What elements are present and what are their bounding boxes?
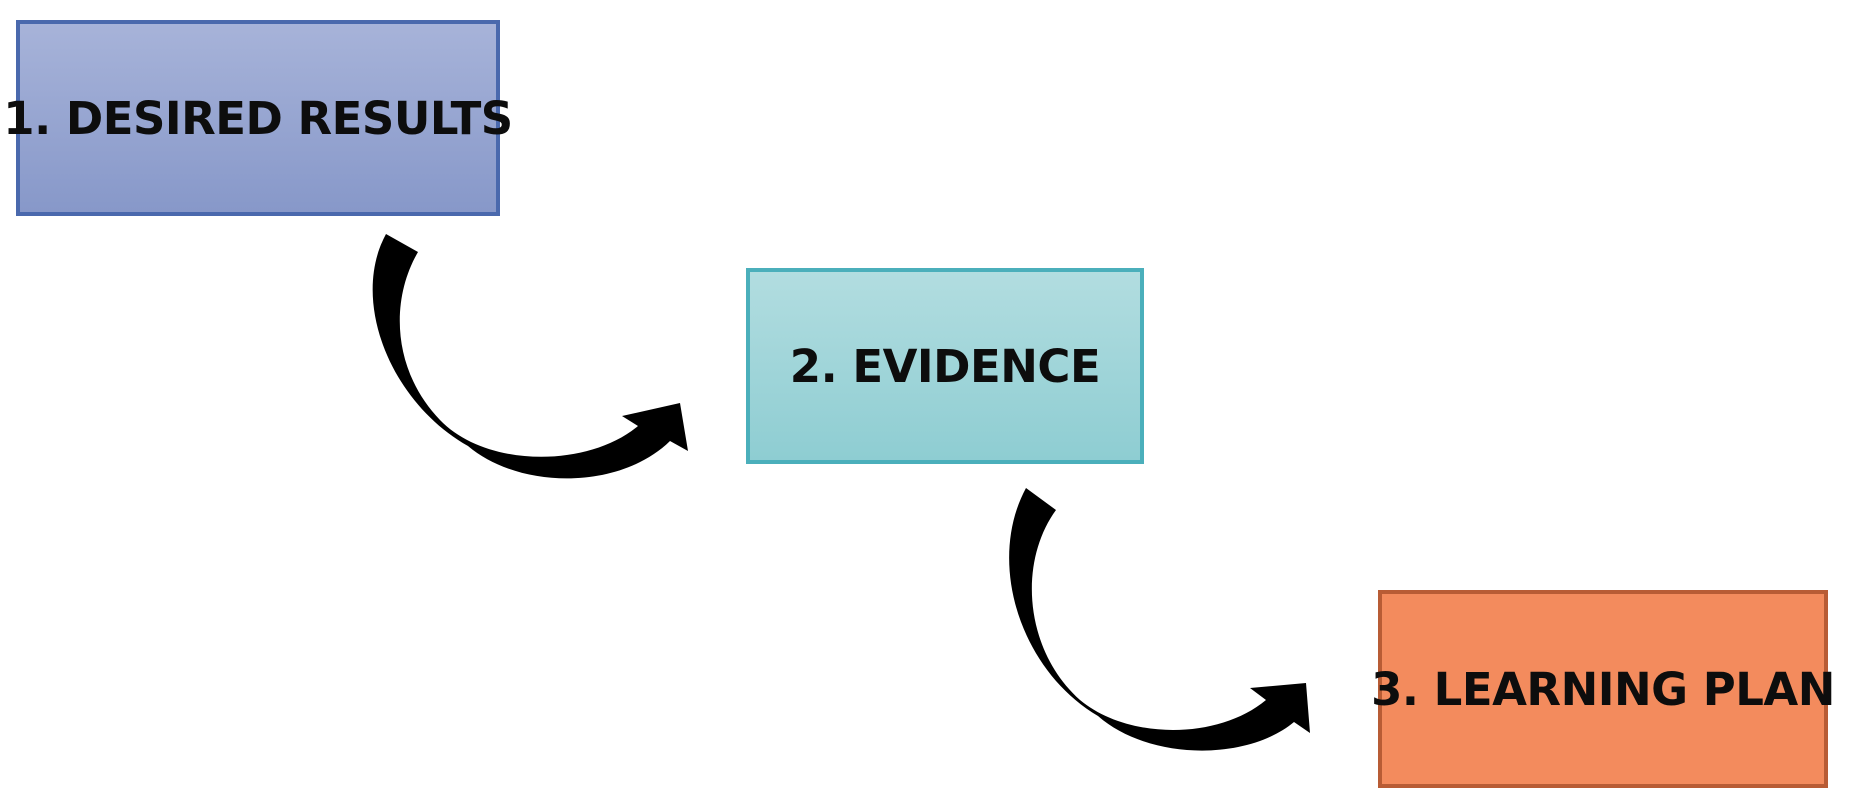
- stage-box-learning-plan: 3. LEARNING PLAN: [1371, 590, 1835, 788]
- curved-arrow-icon: [372, 234, 688, 479]
- stage-box-desired-results: 1. DESIRED RESULTS: [3, 20, 513, 216]
- stage-label-evidence: 2. EVIDENCE: [789, 339, 1101, 393]
- stage-label-learning-plan: 3. LEARNING PLAN: [1371, 662, 1835, 716]
- stage-box-evidence: 2. EVIDENCE: [746, 268, 1144, 464]
- curved-arrow-icon: [1009, 488, 1310, 751]
- stage-label-desired-results: 1. DESIRED RESULTS: [3, 91, 513, 145]
